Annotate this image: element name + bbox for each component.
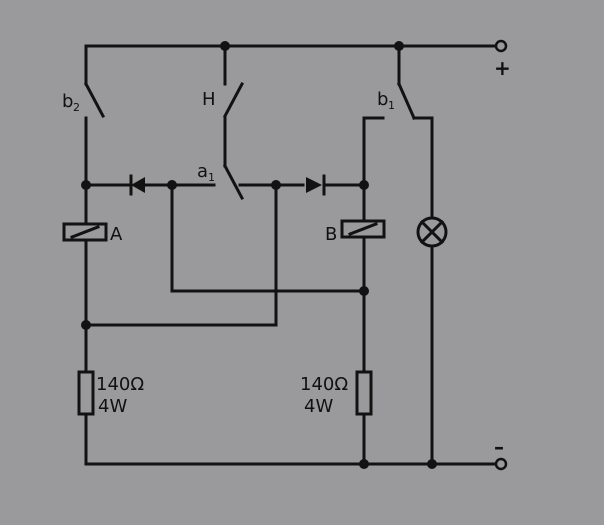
junction-dot [359,459,369,469]
resistor-right [355,370,373,416]
switch-a1-sub: 1 [208,171,215,184]
junction-dot [81,320,91,330]
junction-dot [167,180,177,190]
resistor-right-value: 140Ω [300,374,348,395]
switch-h-blade [222,81,245,119]
switch-b1-blade [397,82,416,120]
resistor-left [77,370,95,416]
switch-b1-label: b [377,89,388,110]
switch-a1-blade [222,163,245,201]
junction-dot [359,180,369,190]
junction-dot [359,286,369,296]
resistor-left-value: 140Ω [96,374,144,395]
junction-dot [271,180,281,190]
left-diode-icon [131,177,145,193]
junction-dot [81,180,91,190]
relay-a-coil-slash [70,225,100,239]
switch-b2-label: b [62,91,73,112]
relay-b-label: B [325,224,337,245]
resistor-right-power: 4W [304,396,333,417]
plus-label: + [494,56,511,80]
junction-dot [220,41,230,51]
switch-b1-sub: 1 [388,99,395,112]
junction-dot [394,41,404,51]
junction-dot [427,459,437,469]
minus-label: – [494,435,504,459]
switch-b2-sub: 2 [73,101,80,114]
right-diode-icon [306,177,322,193]
switch-h-label: H [202,89,216,110]
switch-b2-blade [83,81,106,119]
relay-b-coil-slash [348,222,378,236]
relay-a-label: A [110,224,123,245]
resistor-left-power: 4W [98,396,127,417]
lamp-cross-2 [419,219,445,245]
positive-terminal [494,39,508,53]
negative-terminal [494,457,508,471]
switch-a1-label: a [197,161,208,182]
